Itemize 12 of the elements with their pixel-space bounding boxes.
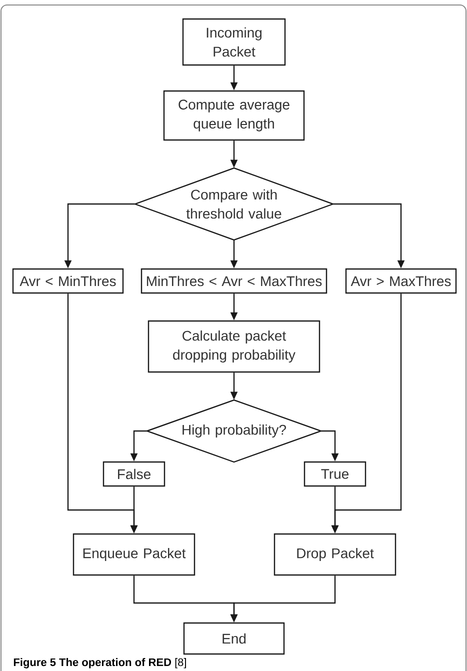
process-box: Enqueue Packet — [72, 533, 196, 576]
process-box: Incoming Packet — [182, 18, 286, 66]
process-box: Compute average queue length — [163, 90, 305, 141]
process-box: Avr > MaxThres — [345, 268, 457, 294]
process-box: Drop Packet — [274, 533, 396, 576]
process-box: MinThres < Avr < MaxThres — [140, 268, 328, 294]
process-box: End — [183, 622, 285, 655]
caption: Figure 5 The operation of RED [8] — [14, 658, 186, 668]
process-box: Avr < MinThres — [12, 268, 124, 294]
process-box: False — [102, 461, 166, 487]
process-box: True — [304, 461, 366, 487]
process-box: Calculate packet dropping probability — [148, 320, 320, 373]
